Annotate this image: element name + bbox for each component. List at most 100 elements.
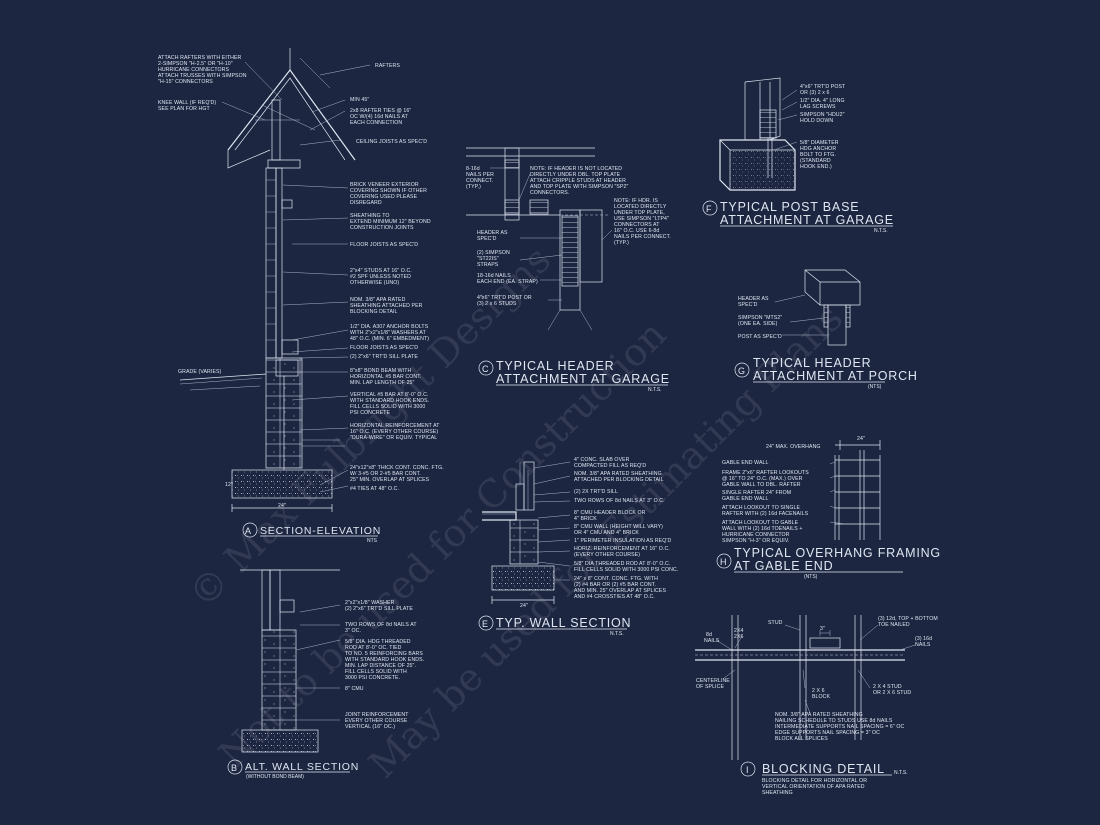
section-b-drawing [240,569,341,753]
section-a-drawing [179,48,371,512]
section-f-marker [702,200,718,216]
brick-veneer-note-4: DISREGARD [350,200,382,206]
alt-joint-note-1: JOINT REINFORCEMENT [345,712,409,718]
vertical-bar-note-4: PSI CONCRETE [350,410,391,416]
footing-note-2: W/ 3-#5 OR 2-#5 BAR CONT. [350,471,421,477]
section-i-nts: N.T.S. [894,770,908,776]
g-strap-note-1: SIMPSON "MTS2" [738,315,782,321]
post-note-1: 4"x6" TRT'D POST OR [477,295,532,301]
studs-note-1: 2"x4" STUDS AT 16" O.C. [350,268,412,274]
alt-joint-note-2: EVERY OTHER COURSE [345,718,408,724]
f-anchor-note-1: 5/8" DIAMETER [800,140,839,146]
bond-beam-note-1: 8"x8" BOND BEAM WITH [350,368,411,374]
ties-label: #4 TIES AT 48" O.C. [350,486,399,492]
alt-nails-note-1: TWO ROWS OF 8d NAILS AT [345,622,417,628]
section-i-letter: I [746,765,749,775]
alt-sill-note: (2) 2"x6" TRT'D SILL PLATE [345,606,413,612]
i-blocking-note-2: VERTICAL ORIENTATION OF APA RATED [762,784,865,790]
section-g-letter: G [738,366,746,376]
h-toenail-note-4: SIMPSON "H-3" OR EQUIV. [722,538,789,544]
h-gable-wall: GABLE END WALL [722,460,768,466]
alt-washer-note: 2"x2"x1/8" WASHER [345,600,395,606]
i-sheath-note-1: NOM. 3/8" APA RATED SHEATHING [775,712,863,718]
roof-connector-note-5: "H-15" CONNECTORS [158,79,213,85]
section-i-drawing [695,615,916,760]
section-g-title-2: ATTACHMENT AT PORCH [753,369,918,383]
section-f-letter: F [706,204,712,214]
footing-note-1: 24"x12"x8" THICK CONT. CONC. FTG. [350,465,444,471]
sheathing-apa-note-3: BLOCKING DETAIL [350,309,398,315]
anchor-bolts-note-1: 1/2" DIA. A307 ANCHOR BOLTS [350,324,429,330]
rafters-label: RAFTERS [375,63,400,69]
sheathing-apa-note-2: SHEATHING ATTACHED PER [350,303,423,309]
alt-rod-note-4: WITH STANDARD HOOK ENDS. [345,657,424,663]
i-blocking-note-1: BLOCKING DETAIL FOR HORIZONTAL OR [762,778,867,784]
roof-connector-note-4: ATTACH TRUSSES WITH SIMPSON [158,73,247,79]
section-i-title: BLOCKING DETAIL [762,762,885,776]
section-g-nts: (NTS) [868,384,882,390]
header-nails-note-3: CONNECT. [466,178,493,184]
section-e-title: TYP. WALL SECTION [496,616,631,630]
sheathing-note-3: CONSTRUCTION JOINTS [350,225,414,231]
header-nails-note-2: NAILS PER [466,172,494,178]
header-note-4: AND TOP PLATE WITH SIMPSON "SP2" [530,184,629,190]
h-attach-note-1: ATTACH LOOKOUT TO SINGLE [722,505,800,511]
alt-rod-note-6: FILL CELLS SOLID WITH [345,669,407,675]
footing-dimension-12: 12" [225,482,233,488]
header-note-2: DIRECTLY UNDER DBL. TOP PLATE [530,172,621,178]
i-16d-label-1: (3) 16d [915,636,932,642]
alt-joint-note-3: VERTICAL (16" OC.) [345,724,395,730]
section-c-title-2: ATTACHMENT AT GARAGE [496,372,670,386]
section-b-sub: (WITHOUT BOND BEAM) [246,774,304,780]
footing-note-3: 25" MIN. OVERLAP AT SPLICES [350,477,430,483]
knee-wall-note-1: KNEE WALL (IF REQ'D) [158,100,216,106]
i-8d-label-1: 8d [706,632,712,638]
i-centerline-1: CENTERLINE [696,678,730,684]
alt-rod-note-1: 5/8" DIA. HDG THREADED [345,639,411,645]
section-e-drawing [482,461,571,604]
section-g-title-1: TYPICAL HEADER [753,356,871,370]
floor-joists-label-1: FLOOR JOISTS AS SPEC'D [350,242,418,248]
h-toenail-note-1: ATTACH LOOKOUT TO GABLE [722,520,799,526]
grade-label: GRADE (VARIES) [178,369,222,375]
section-e-marker [478,615,494,631]
e-rod-note-2: FILL CELLS SOLID WITH 3000 PSI CONC. [574,567,678,573]
e-insulation-note: 1" PERIMETER INSULATION AS REQ'D [574,538,671,544]
hdr-note-1: NOTE: IF HDR. IS [614,198,658,204]
e-header-block-note-1: 8" CMU HEADER BLOCK OR [574,510,646,516]
section-b-notes: 2"x2"x1/8" WASHER (2) 2"x6" TRT'D SILL P… [227,600,424,780]
section-h-nts: (NTS) [804,574,818,580]
hdr-note-5: CONNECTORS AT [614,222,660,228]
header-note-1: NOTE: IF HEADER IS NOT LOCATED [530,166,622,172]
i-top-note-2: TOE NAILED [878,622,910,628]
h-toenail-note-2: WALL WITH (2) 16d TOENAILS + [722,526,803,532]
g-header-note-1: HEADER AS [738,296,769,302]
f-anchor-note-3: BOLT TO FTG. [800,152,836,158]
anchor-bolts-note-2: WITH 2"x2"x1/8" WASHERS AT [350,330,427,336]
section-g-drawing [774,269,861,346]
roof-connector-note-2: 2-SIMPSON "H-2.5" OR "H-10" [158,61,233,67]
i-block-label-2: BLOCK [812,694,831,700]
f-post-note-2: OR (3) 2 x 6 [800,90,829,96]
e-horiz-note-1: HORIZ. REINFORCEMENT AT 16" O.C. [574,546,670,552]
g-post-note: POST AS SPEC'D [738,334,782,340]
i-8d-label-2: NAILS [704,638,720,644]
rafter-ties-note-1: 2x8 RAFTER TIES @ 16" [350,108,411,114]
min-45-label: MIN 45" [350,97,369,103]
section-f-notes: 4"x6" TRT'D POST OR (3) 2 x 6 1/2" DIA. … [702,84,893,234]
i-2x4-label: 2X4 [734,628,744,634]
e-header-block-note-2: 4" BRICK [574,516,597,522]
section-b-marker [227,759,243,775]
h-single-rafter-2: GABLE END WALL [722,496,768,502]
section-c-nts: N.T.S. [648,387,662,393]
roof-connector-note-1: ATTACH RAFTERS WITH EITHER [158,55,242,61]
i-stud-note-1: 2 X 4 STUD [873,684,902,690]
brick-veneer-note-1: BRICK VENEER EXTERIOR [350,182,419,188]
e-footing-note-1: 24" x 8" CONT. CONC. FTG. WITH [574,576,658,582]
g-header-note-2: SPEC'D [738,302,758,308]
section-f-title-1: TYPICAL POST BASE [720,200,859,214]
e-rod-note-1: 5/8" DIA THREADED ROD AT 8'-0" O.C. [574,561,670,567]
h-lookouts-note-1: FRAME 2"x6" RAFTER LOOKOUTS [722,470,809,476]
vertical-bar-note-1: VERTICAL #5 BAR AT 8'-0" O.C. [350,392,428,398]
